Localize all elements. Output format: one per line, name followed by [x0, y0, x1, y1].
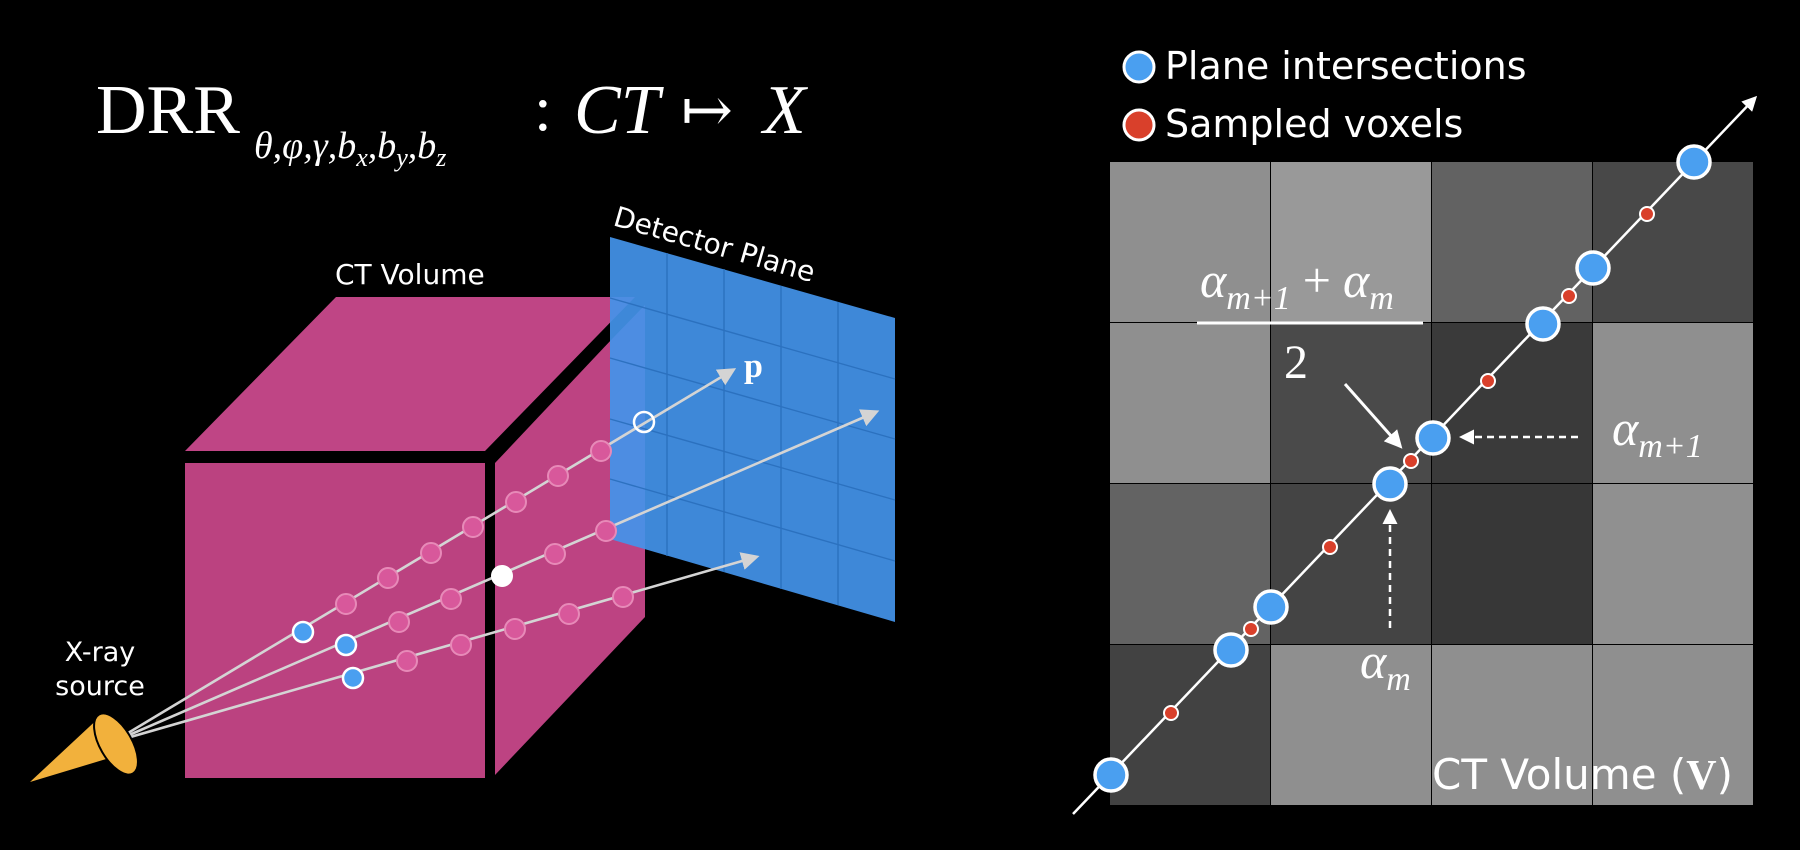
alpha-current-label: αm [1360, 633, 1411, 698]
midpoint-fraction: αm+1+αm 2 [1197, 252, 1423, 449]
alpha-next-annotation: αm+1 [1459, 400, 1703, 465]
legend: Plane intersections Sampled voxels [1122, 44, 1527, 146]
drr-equation: DRR θ,φ,γ,bx,by,bz : CT ↦ X [96, 72, 809, 172]
equation-name: DRR [96, 72, 240, 149]
source-label-line2: source [55, 671, 145, 702]
legend-item-sampled-voxels: Sampled voxels [1122, 102, 1463, 146]
voxel-cell [1432, 484, 1592, 644]
upper-ray-exit-intersection [632, 410, 656, 434]
equation-maps-to: ↦ [681, 77, 733, 145]
legend-label-voxel: Sampled voxels [1165, 102, 1463, 146]
alpha-next-label: αm+1 [1612, 400, 1703, 465]
middle-ray-entry-intersection [334, 633, 358, 657]
voxel-cell [1110, 645, 1270, 805]
fraction-numerator: αm+1+αm [1200, 252, 1394, 317]
sampled-voxel-points [1163, 206, 1655, 721]
voxel-grid [1110, 162, 1753, 805]
legend-swatch-voxel [1122, 108, 1156, 142]
source-cone-aperture [93, 712, 139, 776]
upper-ray-entry-intersection [291, 620, 315, 644]
upper-ray-samples [335, 440, 612, 615]
voxel-cell [1271, 484, 1431, 644]
legend-label-intersection: Plane intersections [1165, 44, 1527, 88]
voxel-cell [1432, 645, 1592, 805]
pixel-label: p [744, 348, 763, 385]
alpha-current-annotation: αm [1360, 509, 1411, 698]
lower-ray-samples [396, 586, 634, 672]
plane-intersection-points [1093, 144, 1712, 793]
voxel-cell [1593, 645, 1753, 805]
volume-label: CT Volume (V) [1432, 750, 1733, 799]
voxel-cell [1271, 162, 1431, 322]
legend-item-plane-intersections: Plane intersections [1122, 44, 1527, 88]
voxel-cell [1110, 162, 1270, 322]
ct-volume-label: CT Volume [335, 258, 485, 291]
voxel-cell [1110, 323, 1270, 483]
voxel-cell [1432, 323, 1592, 483]
x-ray-source [30, 712, 139, 782]
ct-volume-top-face [185, 297, 635, 451]
source-label-line1: X-ray [65, 637, 136, 668]
fraction-arrow [1343, 383, 1403, 449]
voxel-cell [1593, 162, 1753, 322]
voxel-cell [1271, 323, 1431, 483]
voxel-cell [1593, 323, 1753, 483]
detector-panel [610, 237, 895, 622]
lower-ray-entry-intersection [341, 666, 365, 690]
middle-ray-plane-intersection [491, 565, 513, 587]
fraction-denominator: 2 [1284, 336, 1308, 389]
voxel-cell [1110, 484, 1270, 644]
voxel-cell [1271, 645, 1431, 805]
equation-domain: CT [574, 72, 665, 149]
legend-swatch-intersection [1122, 50, 1156, 84]
ray-lower [112, 552, 760, 744]
ct-volume-front-face [185, 463, 485, 778]
voxel-cell [1593, 484, 1753, 644]
equation-codomain: X [760, 72, 809, 149]
equation-colon: : [534, 73, 552, 144]
middle-ray-samples [388, 520, 617, 633]
equation-subscript: θ,φ,γ,bx,by,bz [254, 125, 446, 172]
ct-projection-diagram: CT Volume Detector Plane p [30, 200, 896, 782]
